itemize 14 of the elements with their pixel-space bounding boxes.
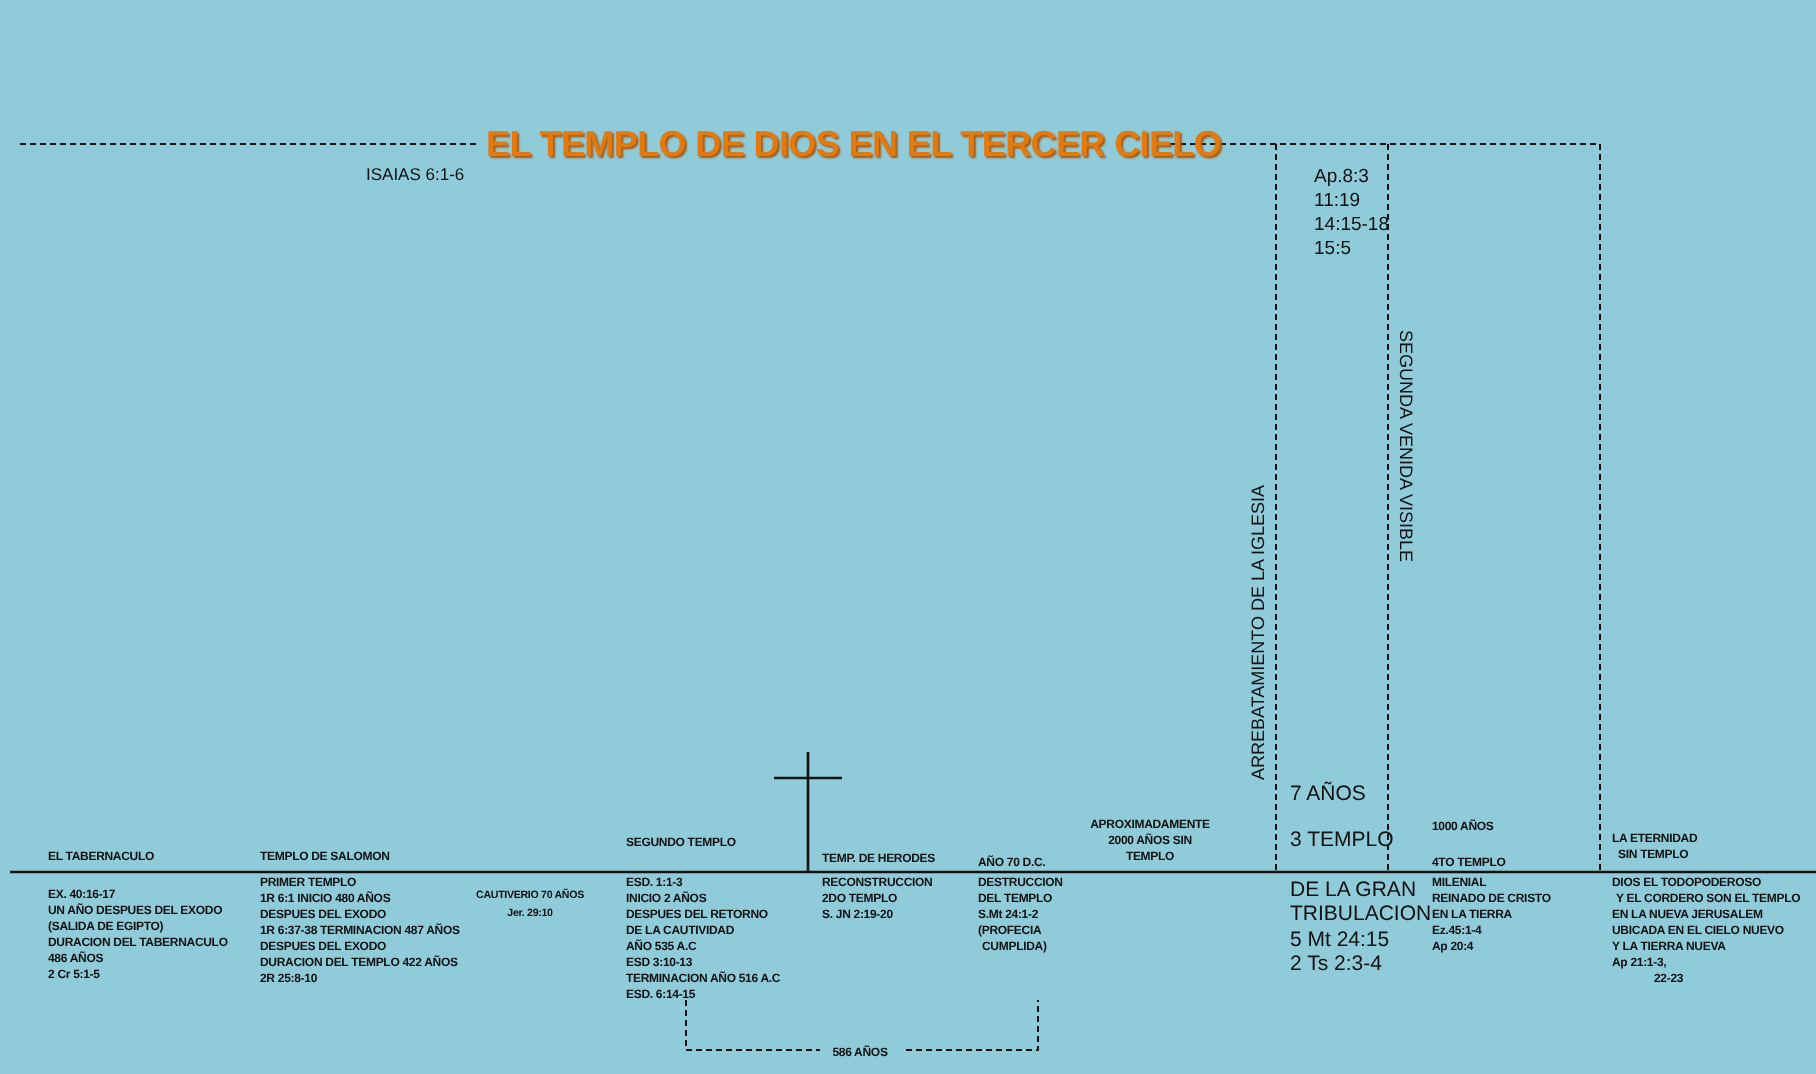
label-text: 15:5 [1314,238,1351,260]
label-text: ARREBATAMIENTO DE LA IGLESIA [1248,484,1270,780]
diagram-title: EL TEMPLO DE DIOS EN EL TERCER CIELO [486,124,1222,166]
label-text: 11:19 [1314,190,1361,212]
label-text: SEGUNDA VENIDA VISIBLE [1394,330,1416,563]
label-text: 2 Ts 2:3-4 [1290,952,1382,976]
label-text: 7 AÑOS [1290,782,1366,806]
label-text: 3 TEMPLO [1290,828,1394,852]
label-text: 5 Mt 24:15 [1290,928,1390,952]
label-text: ISAIAS 6:1-6 [366,164,465,186]
label-text: Ap.8:3 [1314,166,1369,188]
label-text: TRIBULACION [1290,902,1432,926]
label-text: DE LA GRAN [1290,878,1417,902]
label-text: 14:15-18 [1314,214,1390,236]
